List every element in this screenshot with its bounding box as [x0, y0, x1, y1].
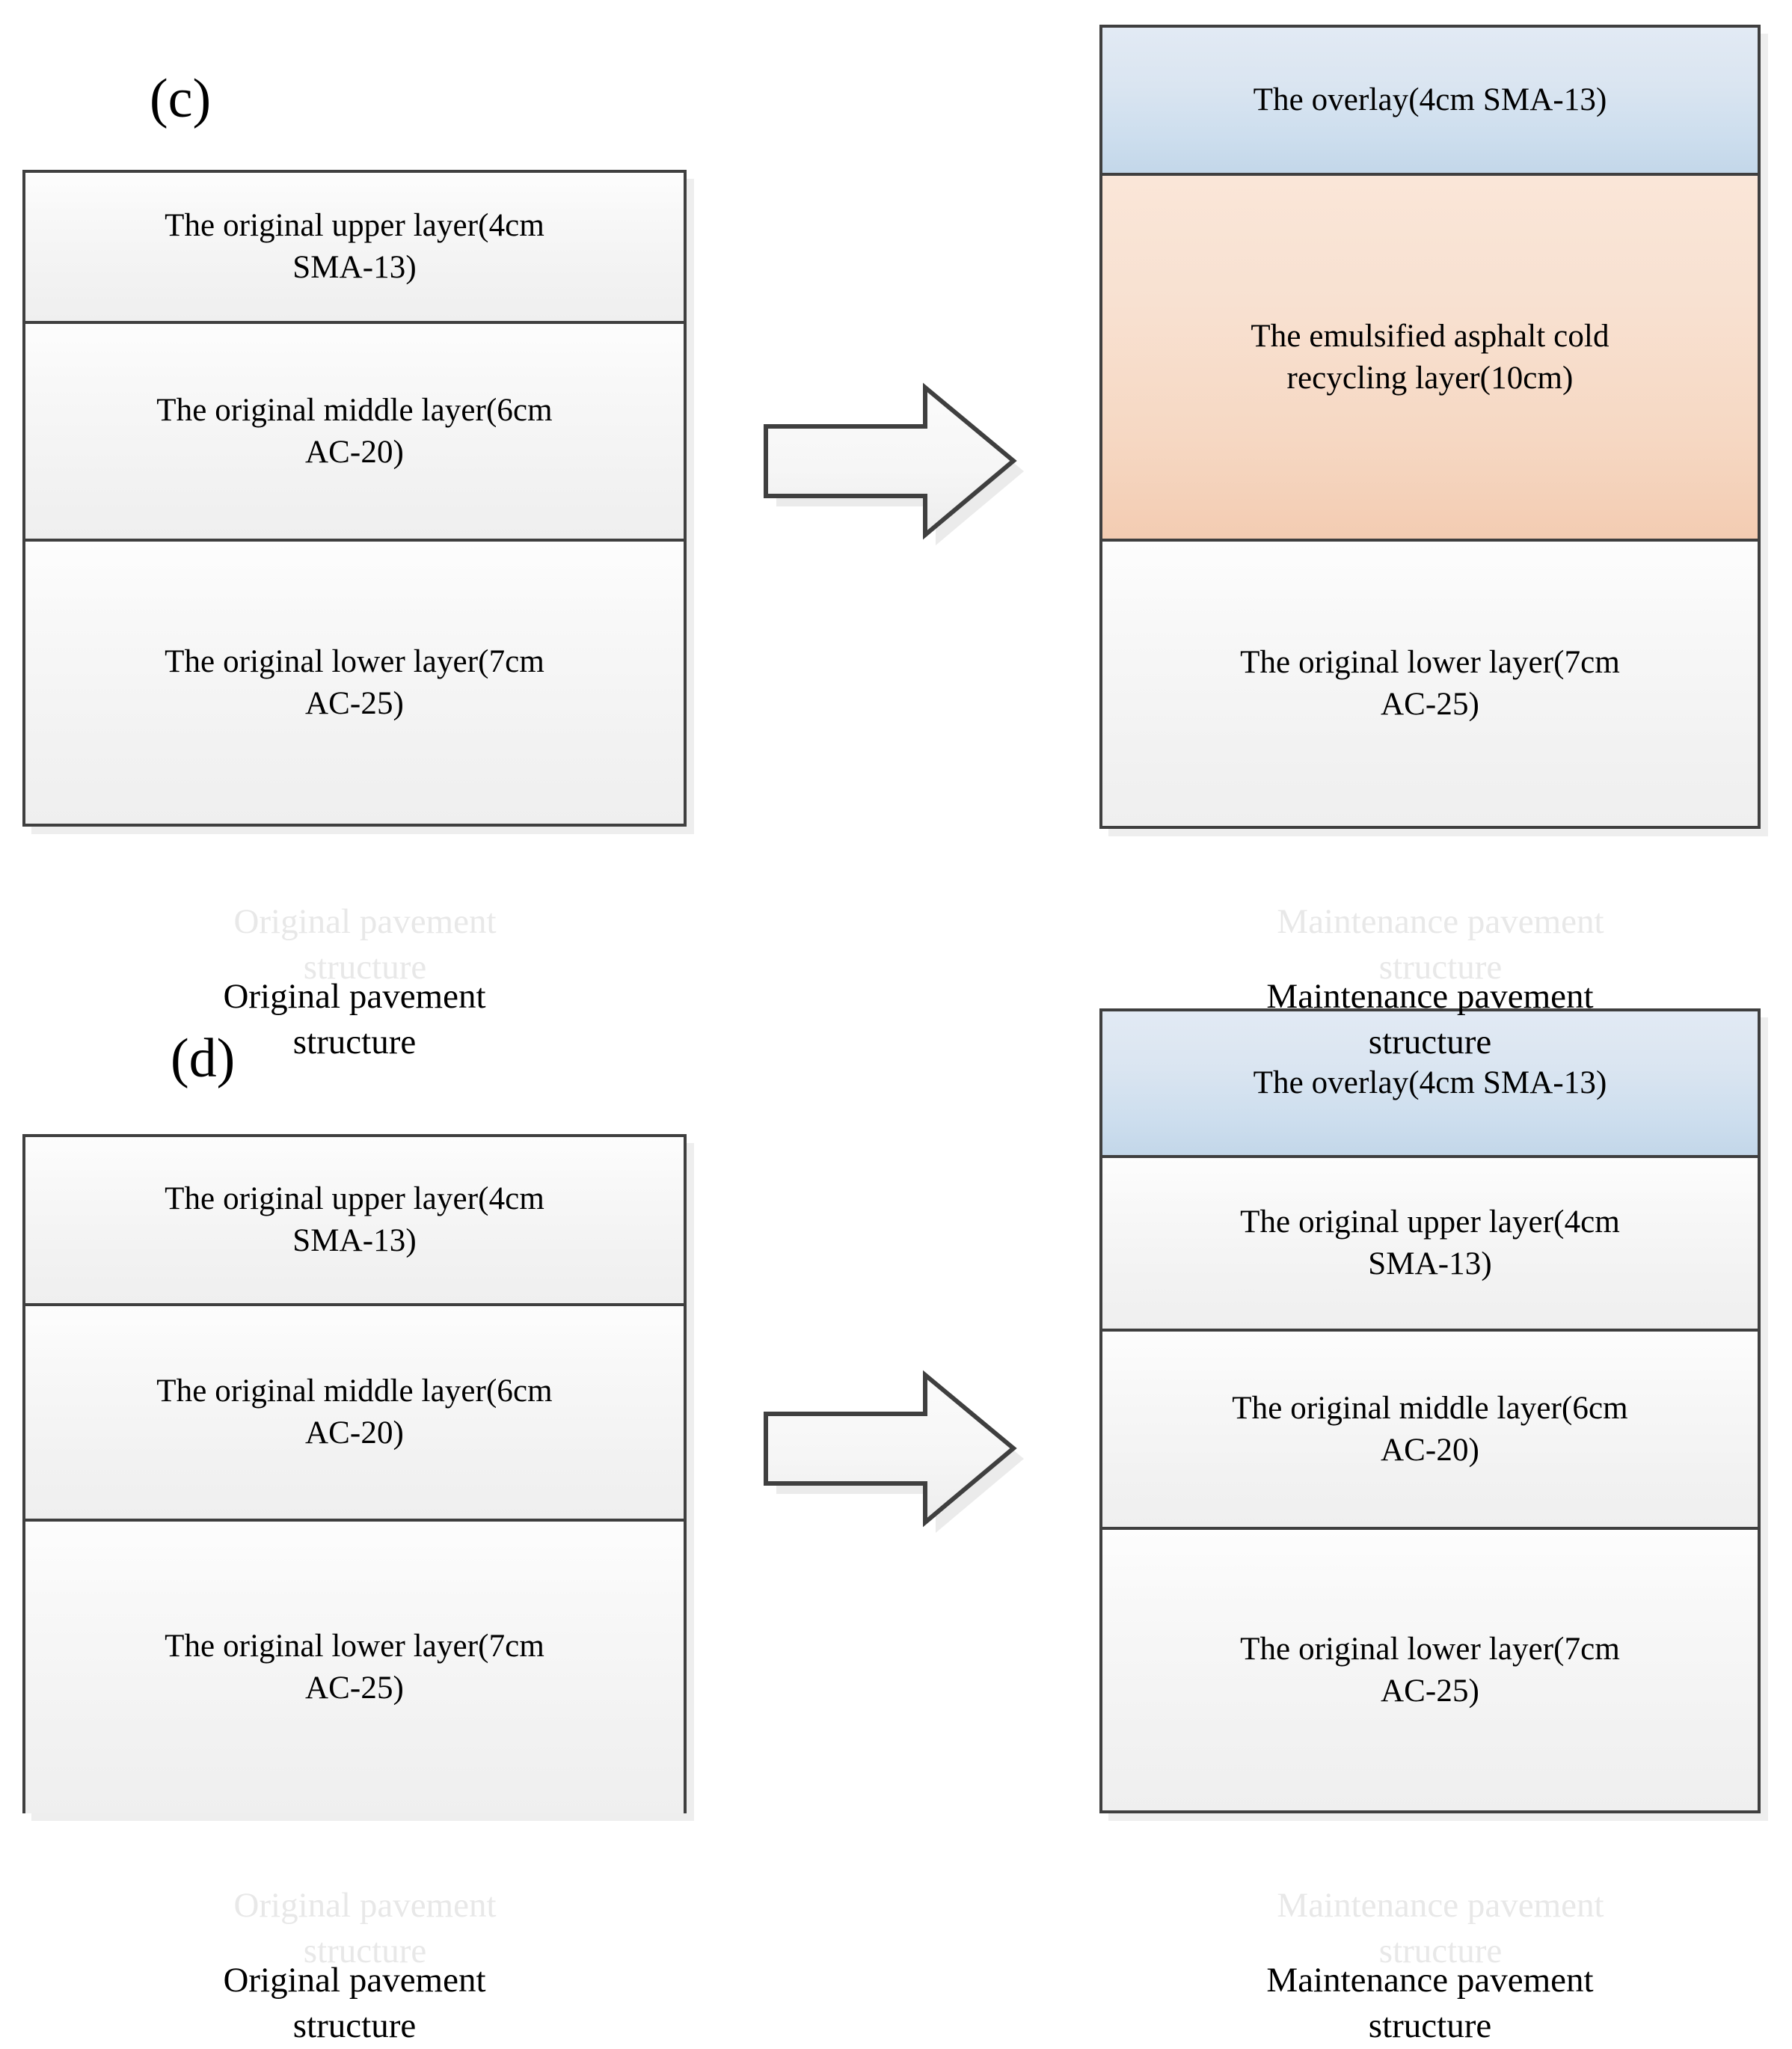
- layer-label: The original lower layer(7cm AC-25): [165, 1629, 544, 1706]
- layer-original-middle: The original middle layer(6cm AC-20): [25, 321, 684, 539]
- panel-d-maintenance-caption: Maintenance pavement structure Maintenan…: [1099, 1866, 1761, 2049]
- panel-c-maintenance-stack: The overlay(4cm SMA-13) The emulsified a…: [1099, 25, 1761, 829]
- layer-label: The original upper layer(4cm SMA-13): [165, 208, 544, 285]
- caption-text: Maintenance pavement structure: [1266, 977, 1594, 1062]
- panel-d-original-stack: The original upper layer(4cm SMA-13) The…: [22, 1134, 687, 1813]
- layer-original-lower: The original lower layer(7cm AC-25): [1102, 1527, 1758, 1810]
- layer-label: The original lower layer(7cm AC-25): [165, 643, 544, 721]
- layer-original-lower: The original lower layer(7cm AC-25): [1102, 539, 1758, 826]
- panel-c-letter: (c): [150, 68, 212, 129]
- layer-overlay: The overlay(4cm SMA-13): [1102, 28, 1758, 173]
- caption-text: Original pavement structure: [223, 977, 486, 1062]
- transformation-arrow-icon: [764, 1370, 1024, 1533]
- panel-d-original-caption: Original pavement structure Original pav…: [22, 1866, 687, 2049]
- panel-d-letter: (d): [171, 1028, 236, 1089]
- layer-original-lower: The original lower layer(7cm AC-25): [25, 539, 684, 824]
- layer-label: The original middle layer(6cm AC-20): [156, 392, 553, 470]
- layer-label: The original middle layer(6cm AC-20): [156, 1373, 553, 1451]
- layer-label: The emulsified asphalt cold recycling la…: [1251, 318, 1610, 396]
- layer-overlay: The overlay(4cm SMA-13): [1102, 1011, 1758, 1155]
- layer-original-upper: The original upper layer(4cm SMA-13): [1102, 1155, 1758, 1329]
- panel-d-maintenance-stack: The overlay(4cm SMA-13) The original upp…: [1099, 1008, 1761, 1813]
- layer-label: The original upper layer(4cm SMA-13): [165, 1181, 544, 1258]
- caption-text: Maintenance pavement structure: [1266, 1961, 1594, 2046]
- layer-label: The original middle layer(6cm AC-20): [1232, 1390, 1628, 1468]
- layer-original-middle: The original middle layer(6cm AC-20): [1102, 1329, 1758, 1527]
- caption-text: Original pavement structure: [223, 1961, 486, 2046]
- layer-original-upper: The original upper layer(4cm SMA-13): [25, 173, 684, 321]
- layer-original-lower: The original lower layer(7cm AC-25): [25, 1519, 684, 1813]
- layer-label: The overlay(4cm SMA-13): [1253, 82, 1607, 118]
- transformation-arrow-icon: [764, 382, 1024, 545]
- layer-label: The overlay(4cm SMA-13): [1253, 1065, 1607, 1101]
- layer-label: The original lower layer(7cm AC-25): [1240, 645, 1620, 722]
- panel-c-original-caption: Original pavement structure Original pav…: [22, 883, 687, 1065]
- layer-original-middle: The original middle layer(6cm AC-20): [25, 1303, 684, 1519]
- layer-cold-recycling: The emulsified asphalt cold recycling la…: [1102, 173, 1758, 539]
- panel-c-original-stack: The original upper layer(4cm SMA-13) The…: [22, 170, 687, 827]
- layer-label: The original lower layer(7cm AC-25): [1240, 1631, 1620, 1709]
- layer-original-upper: The original upper layer(4cm SMA-13): [25, 1137, 684, 1303]
- layer-label: The original upper layer(4cm SMA-13): [1240, 1204, 1620, 1281]
